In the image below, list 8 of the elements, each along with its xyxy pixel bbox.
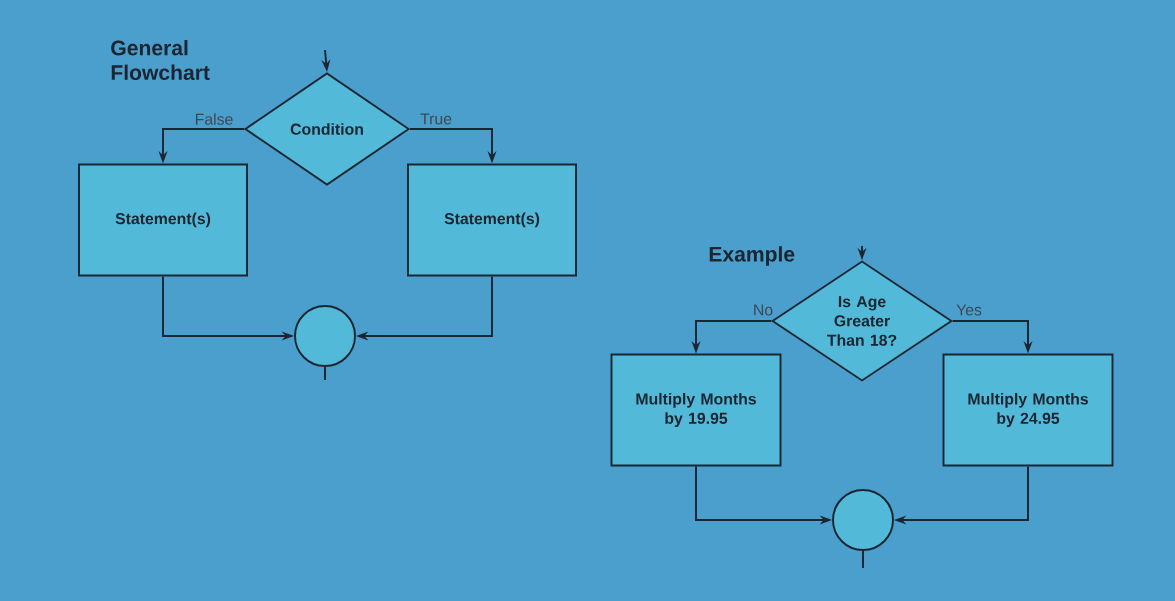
connector-circle (294, 305, 356, 367)
process-box: Statement(s) (407, 163, 577, 277)
process-box: Multiply Months by 24.95 (942, 353, 1114, 467)
process-box: Multiply Months by 19.95 (610, 353, 782, 467)
process-box: Statement(s) (78, 163, 248, 277)
connector-circle (832, 489, 894, 551)
edge-label: False (192, 111, 236, 127)
heading: General Flowchart (111, 39, 210, 80)
